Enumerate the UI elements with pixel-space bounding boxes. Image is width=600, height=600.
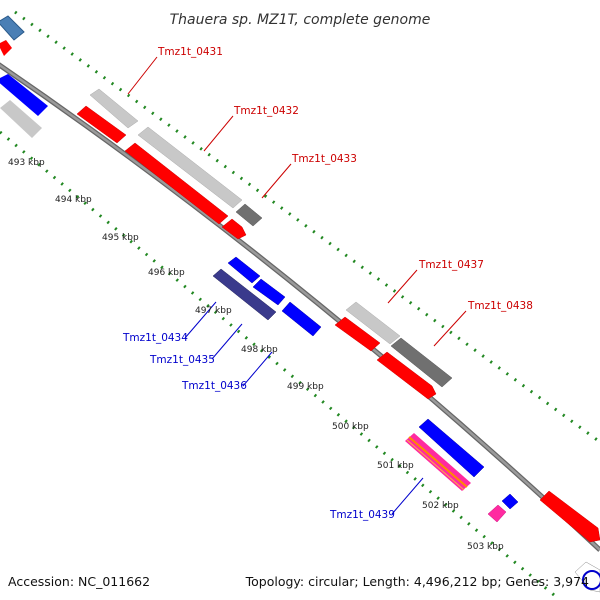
scale-label: 496 kbp (148, 268, 185, 278)
gene-bar-0433[interactable] (235, 203, 263, 227)
edge-feature-dot (582, 570, 600, 590)
gene-label-forward[interactable]: Tmz1t_0438 (467, 300, 533, 312)
cds-0438[interactable] (376, 351, 437, 400)
scale-labels: 493 kbp 494 kbp 495 kbp 496 kbp 497 kbp … (8, 158, 504, 552)
gene-label-reverse[interactable]: Tmz1t_0435 (149, 354, 215, 366)
gene-label-forward[interactable]: Tmz1t_0432 (233, 105, 299, 117)
gene-bar-0439[interactable] (405, 433, 471, 491)
accession-text: Accession: NC_011662 (8, 574, 150, 589)
gene-bar-0437[interactable] (345, 301, 401, 345)
scale-label: 500 kbp (332, 422, 369, 432)
gene-label-reverse[interactable]: Tmz1t_0434 (122, 332, 188, 344)
cds-edge-right (539, 490, 600, 543)
cds-0433[interactable] (221, 218, 247, 240)
gene-bar-0431[interactable] (89, 88, 139, 129)
scale-label: 494 kbp (55, 195, 92, 205)
scale-label: 493 kbp (8, 158, 45, 168)
gene-label-reverse[interactable]: Tmz1t_0436 (181, 380, 247, 392)
gene-bar-0438[interactable] (390, 337, 453, 388)
gene-label-forward[interactable]: Tmz1t_0437 (418, 259, 484, 271)
map-title: Thauera sp. MZ1T, complete genome (170, 12, 431, 28)
small-feature-pink (487, 504, 507, 523)
edge-gene-top-left (0, 15, 48, 138)
gene-label-forward[interactable]: Tmz1t_0433 (291, 153, 357, 165)
gene-bar-0432[interactable] (137, 126, 243, 209)
forward-strand-genes (76, 88, 600, 543)
cds-0432[interactable] (124, 142, 229, 225)
scale-label: 499 kbp (287, 382, 324, 392)
cds-0435[interactable] (252, 278, 286, 306)
gene-label-reverse[interactable]: Tmz1t_0439 (329, 509, 395, 521)
cds-0431[interactable] (76, 105, 127, 144)
scale-label: 498 kbp (241, 345, 278, 355)
genome-backbone (0, 62, 600, 552)
cds-0439[interactable] (418, 418, 485, 478)
genome-summary-text: Topology: circular; Length: 4,496,212 bp… (245, 574, 589, 589)
reverse-strand-genes (212, 256, 600, 593)
gene-bar-0434[interactable] (212, 268, 277, 321)
scale-label: 495 kbp (102, 233, 139, 243)
scale-label: 501 kbp (377, 461, 414, 471)
small-feature-blue (501, 493, 519, 510)
gene-label-forward[interactable]: Tmz1t_0431 (157, 46, 223, 58)
cds-0434[interactable] (227, 256, 261, 284)
outer-tick-track (14, 10, 600, 444)
label-leaders (127, 56, 467, 515)
scale-label: 503 kbp (467, 542, 504, 552)
cds-0436[interactable] (281, 301, 322, 337)
scale-label: 502 kbp (422, 501, 459, 511)
cds-0437[interactable] (334, 316, 381, 352)
gene-labels: Tmz1t_0431 Tmz1t_0432 Tmz1t_0433 Tmz1t_0… (122, 46, 533, 521)
scale-label: 497 kbp (195, 306, 232, 316)
inner-tick-track (0, 130, 561, 600)
